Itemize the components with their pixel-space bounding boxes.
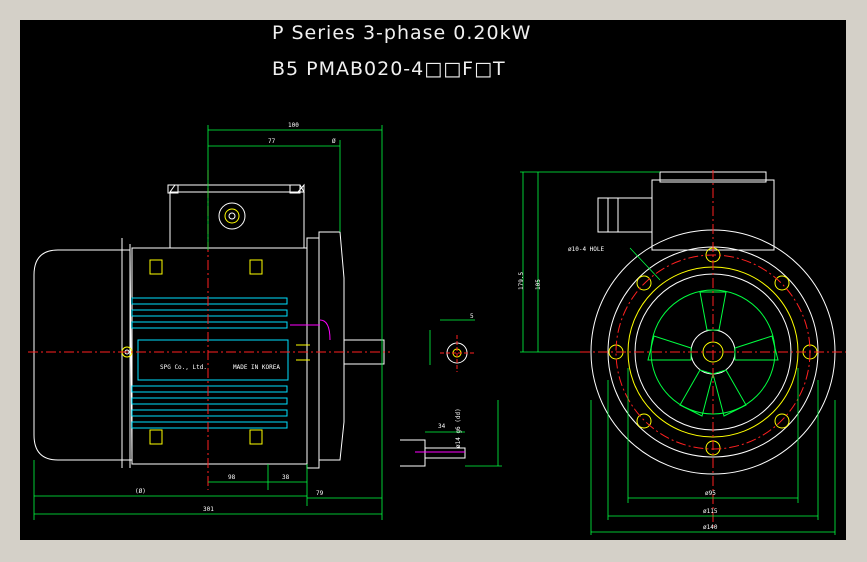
cable-gland (218, 202, 246, 230)
dim-shaft-len-detail: 34 (438, 423, 446, 430)
side-dimensions (33, 125, 383, 520)
front-centre-lines (580, 170, 846, 530)
hole-callout: ø10-4 HOLE (568, 246, 605, 253)
motor-body (131, 247, 308, 465)
shaft-dimensions (425, 319, 502, 467)
dim-flange-inner: ø115 (703, 508, 718, 515)
dim-pcd: ø95 (705, 490, 716, 497)
made-in-label: MADE IN KOREA (233, 364, 280, 371)
shaft-detail (400, 335, 474, 467)
drawing-title: P Series 3-phase 0.20kW (272, 22, 532, 44)
dim-lower-mid: 98 (228, 474, 236, 481)
dim-overall-length: 301 (203, 506, 214, 513)
dim-shaft-length: 79 (316, 490, 324, 497)
terminal-box (169, 183, 305, 249)
dim-body-length: (Ø) (135, 488, 146, 495)
dim-key-width: 5 (470, 313, 474, 320)
side-view (33, 183, 385, 469)
front-dimensions (520, 171, 836, 535)
front-cable-gland (597, 197, 653, 233)
cad-drawing-canvas: P Series 3-phase 0.20kW B5 PMAB020-4□□F□… (20, 20, 846, 540)
model-number: B5 PMAB020-4□□F□T (272, 58, 506, 80)
maker-label: SPG Co., Ltd. (160, 364, 207, 371)
dim-flange-to-box: 100 (288, 122, 299, 129)
fan-cover (33, 249, 133, 461)
dim-box-width: Ø (332, 138, 336, 145)
flange (306, 237, 320, 469)
dim-total-height: 179.5 (518, 272, 525, 290)
dim-shaft-tol: ø14 g6 (dd) (455, 408, 462, 448)
dim-box-offset: 77 (268, 138, 276, 145)
dim-lower-left: 38 (282, 474, 290, 481)
dim-flange-outer: ø140 (703, 524, 718, 531)
dim-center-height: 105 (535, 279, 542, 290)
motor-drawing: SPG Co., Ltd. MADE IN KOREA 100 77 Ø (Ø)… (28, 122, 846, 535)
